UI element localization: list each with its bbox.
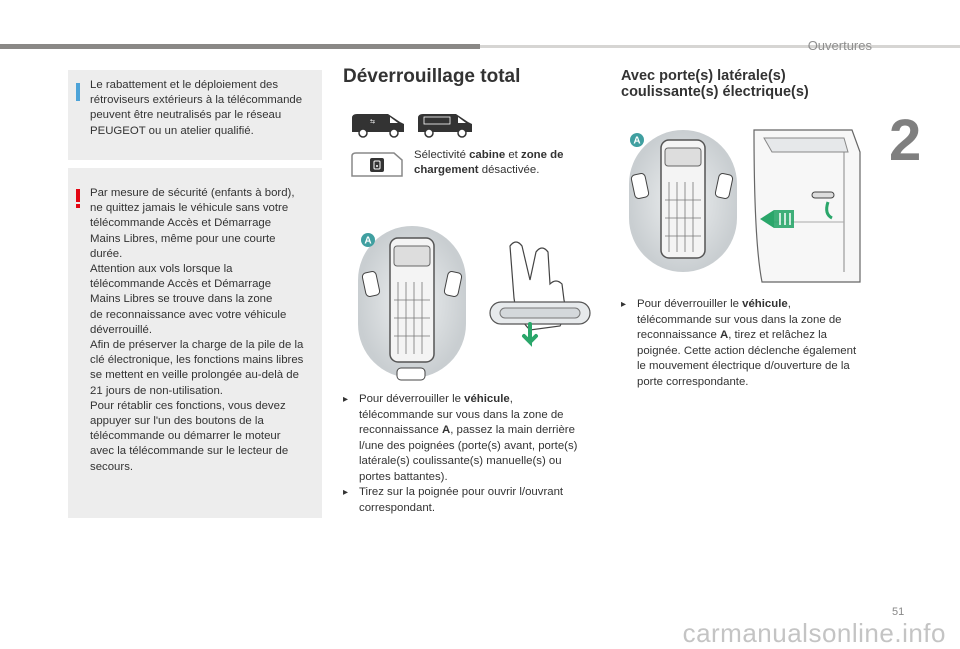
- arrow-bullet-icon: ▸: [343, 394, 349, 405]
- right-step1-text-b: , télécommande sur vous dans la zone de …: [637, 298, 842, 341]
- middle-instructions: ▸ Pour déverrouiller le véhicule, téléco…: [343, 392, 598, 516]
- van-cab-icon: ⇆: [352, 114, 404, 138]
- sliding-door-diagram: [753, 129, 861, 283]
- mid-step1-text-a: Pour déverrouiller le: [359, 393, 465, 405]
- lock-van-icon: [351, 152, 403, 177]
- selectivity-and: et: [505, 149, 522, 161]
- warning-box: Par mesure de sécurité (enfants à bord),…: [68, 168, 322, 518]
- info-icon: [76, 83, 80, 101]
- warning-icon: [76, 189, 80, 202]
- section-heading-total-unlock: Déverrouillage total: [343, 66, 521, 87]
- section-title: Ouvertures: [807, 38, 872, 53]
- recognition-zone-diagram-right: A: [629, 130, 737, 272]
- mid-step1-bold-vehicle: véhicule: [464, 393, 510, 405]
- mid-step1-text-b: , télécommande sur vous dans la zone de …: [359, 393, 564, 436]
- right-step1-bold-zone: A: [719, 329, 729, 341]
- info-text: Le rabattement et le déploiement des rét…: [90, 79, 303, 137]
- header-bar-light: [480, 45, 960, 48]
- mid-step1-text-c: , passez la main derrière l/une des poig…: [359, 424, 578, 483]
- arrow-bullet-icon: ▸: [621, 299, 627, 310]
- arrow-bullet-icon: ▸: [343, 487, 349, 498]
- selectivity-text: Sélectivité cabine et zone de chargement…: [414, 148, 594, 178]
- section-heading-electric-door: Avec porte(s) latérale(s) coulissante(s)…: [621, 68, 809, 100]
- mid-step2-text: Tirez sur la poignée pour ouvrir l/ouvra…: [359, 486, 564, 514]
- middle-step-1: ▸ Pour déverrouiller le véhicule, téléco…: [343, 392, 598, 485]
- right-step1-text-a: Pour déverrouiller le: [637, 298, 743, 310]
- selectivity-prefix: Sélectivité: [414, 149, 470, 161]
- svg-text:⇆: ⇆: [370, 118, 375, 125]
- middle-step-2: ▸ Tirez sur la poignée pour ouvrir l/ouv…: [343, 485, 598, 516]
- page-number: 51: [892, 606, 905, 618]
- selectivity-cabin: cabine: [469, 149, 506, 161]
- header-bar: [0, 44, 480, 49]
- warning-text: Par mesure de sécurité (enfants à bord),…: [90, 187, 304, 473]
- zone-label-a-right: A: [633, 136, 640, 147]
- zone-label-a: A: [364, 236, 371, 247]
- right-step-1: ▸ Pour déverrouiller le véhicule, téléco…: [621, 297, 871, 390]
- watermark: carmanualsonline.info: [682, 618, 946, 648]
- recognition-zone-diagram: A: [358, 226, 466, 381]
- selectivity-cargo: zone de chargement: [414, 149, 564, 176]
- right-step1-bold-vehicle: véhicule: [742, 298, 788, 310]
- mid-step1-bold-zone: A: [441, 424, 451, 436]
- hand-handle-diagram: [489, 241, 591, 347]
- right-instructions: ▸ Pour déverrouiller le véhicule, téléco…: [621, 297, 871, 390]
- van-cargo-icon: [418, 114, 472, 138]
- chapter-number: 2: [889, 108, 922, 173]
- selectivity-suffix: désactivée.: [478, 164, 540, 176]
- info-box: Le rabattement et le déploiement des rét…: [68, 70, 322, 160]
- warning-icon-dot: [76, 204, 80, 208]
- right-step1-text-c: , tirez et relâchez la poignée. Cette ac…: [637, 329, 857, 388]
